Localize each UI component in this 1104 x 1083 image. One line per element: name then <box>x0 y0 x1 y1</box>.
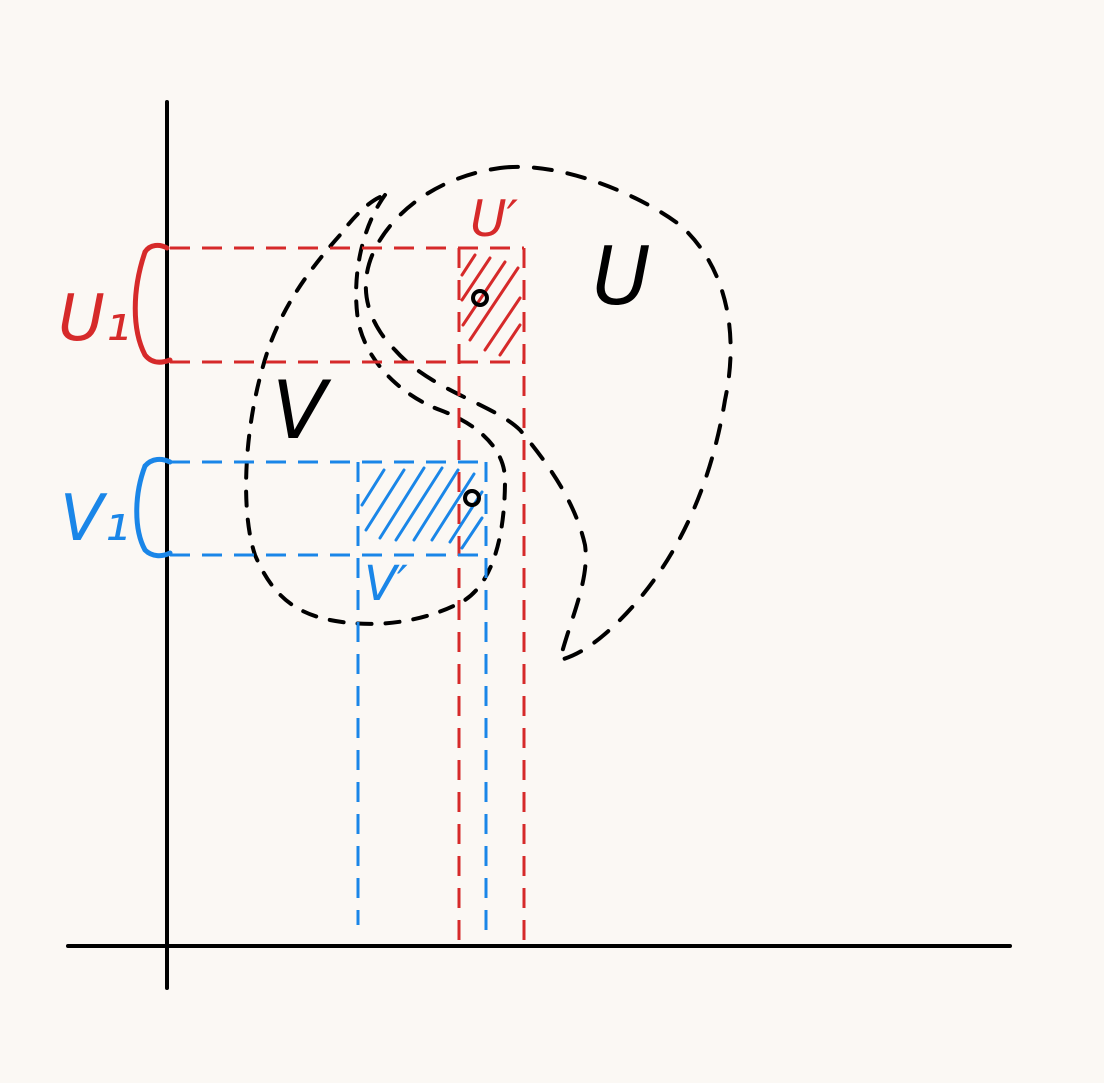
region-u-boundary <box>363 164 733 663</box>
v1-label: V₁ <box>60 482 129 556</box>
v-hatched-box <box>360 466 484 550</box>
region-v-label: V <box>272 364 332 457</box>
u-prime-label: U′ <box>470 190 519 248</box>
point-in-v <box>463 489 481 507</box>
point-in-u <box>471 289 489 307</box>
region-u-label: U <box>592 230 651 323</box>
u-hatched-box <box>460 253 522 357</box>
u1-label: U₁ <box>58 282 131 356</box>
v1-bracket-top <box>142 456 173 469</box>
v-prime-label: V′ <box>364 556 408 612</box>
v1-bracket-body <box>134 463 173 559</box>
u1-bracket-body <box>132 249 173 365</box>
region-v-boundary <box>244 191 508 626</box>
